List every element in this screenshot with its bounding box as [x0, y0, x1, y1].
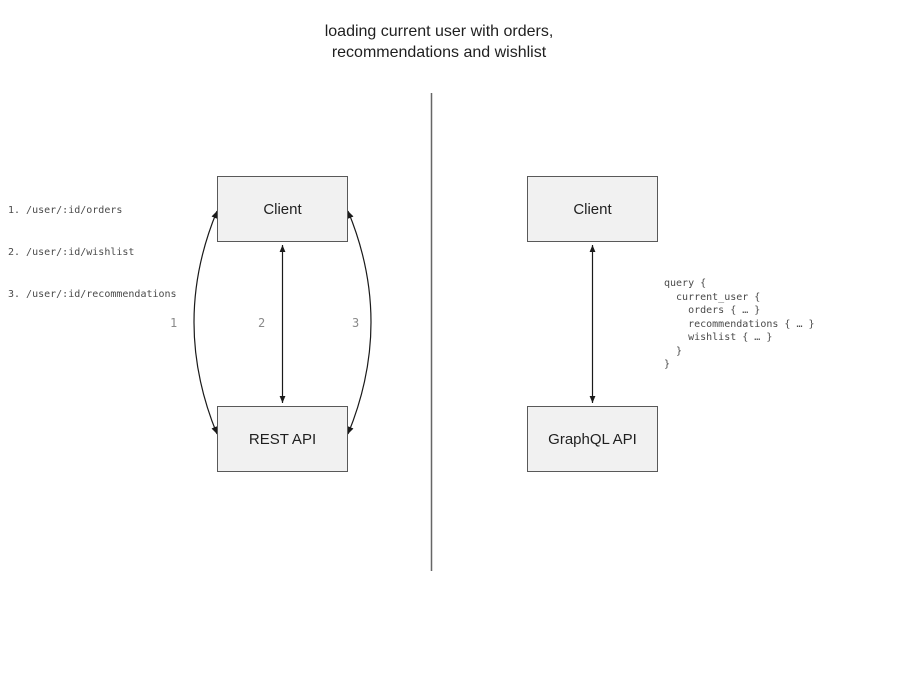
graphql-client-box: Client: [527, 176, 658, 242]
arrow-label-3: 3: [352, 316, 360, 330]
rest-api-box: REST API: [217, 406, 348, 472]
endpoint-item: 3. /user/:id/recommendations: [8, 289, 177, 300]
rest-endpoints-list: 1. /user/:id/orders 2. /user/:id/wishlis…: [8, 176, 177, 330]
graphql-api-label: GraphQL API: [548, 430, 637, 448]
endpoint-item: 2. /user/:id/wishlist: [8, 247, 135, 258]
graphql-api-box: GraphQL API: [527, 406, 658, 472]
endpoint-item: 1. /user/:id/orders: [8, 205, 123, 216]
graphql-query-code: query { current_user { orders { … } reco…: [664, 278, 815, 370]
diagram-title: loading current user with orders, recomm…: [324, 23, 554, 61]
arrow-label-2: 2: [258, 316, 266, 330]
rest-client-box: Client: [217, 176, 348, 242]
arrow-label-1: 1: [170, 316, 178, 330]
rest-arrow-3-curve: [347, 210, 372, 435]
rest-arrow-1-curve: [193, 210, 218, 435]
rest-client-label: Client: [263, 200, 302, 218]
graphql-client-label: Client: [573, 200, 612, 218]
rest-api-label: REST API: [248, 430, 317, 448]
